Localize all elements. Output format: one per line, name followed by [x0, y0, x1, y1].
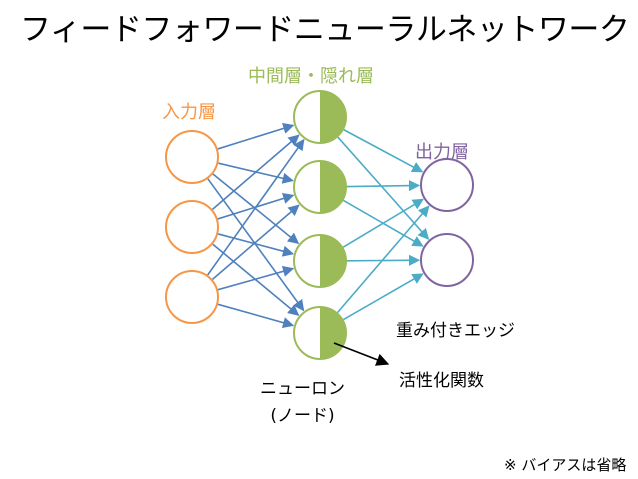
- edge-input-3-hidden-4: [217, 303, 295, 329]
- edges-hidden-to-output: [336, 129, 430, 321]
- output-layer-label: 出力層: [415, 142, 469, 163]
- activation-half: [320, 307, 346, 359]
- edge-input-3-hidden-1: [206, 138, 305, 276]
- edge-input-2-hidden-3: [217, 233, 295, 257]
- input-node-3: [165, 270, 219, 324]
- weighted-edge-label: 重み付きエッジ: [396, 321, 515, 341]
- nodes: [165, 90, 474, 360]
- neuron-label: ニューロン: [260, 379, 345, 399]
- edge-hidden-2-output-1: [346, 180, 421, 192]
- edge-hidden-1-output-1: [343, 129, 424, 173]
- hidden-layer-label: 中間層・隠れ層: [248, 66, 374, 87]
- neuron-label-block: ニューロン (ノード): [260, 376, 345, 430]
- hidden-node-outline: [293, 306, 347, 360]
- activation-half: [320, 91, 346, 143]
- hidden-node-outline: [293, 160, 347, 214]
- edge-hidden-4-output-2: [343, 273, 424, 321]
- bias-note: ※ バイアスは省略: [504, 456, 627, 474]
- diagram-title: フィードフォワードニューラルネットワーク: [20, 12, 630, 48]
- activation-half: [320, 235, 346, 287]
- edge-input-3-hidden-2: [211, 204, 300, 281]
- activation-pointer-arrow: [333, 342, 390, 366]
- edge-input-3-hidden-3: [217, 265, 295, 291]
- output-node-2: [420, 233, 474, 287]
- input-node-1: [165, 130, 219, 184]
- edge-hidden-3-output-1: [342, 198, 424, 248]
- hidden-node-3: [293, 234, 347, 288]
- hidden-node-outline: [293, 234, 347, 288]
- hidden-node-outline: [293, 90, 347, 144]
- hidden-node-2: [293, 160, 347, 214]
- edge-hidden-1-output-2: [337, 136, 430, 240]
- activation-half: [320, 161, 346, 213]
- edges-input-to-hidden: [206, 123, 305, 329]
- node-label: (ノード): [270, 406, 335, 426]
- hidden-node-1: [293, 90, 347, 144]
- output-node-1: [420, 158, 474, 212]
- edge-hidden-4-output-1: [336, 205, 430, 314]
- edge-input-2-hidden-1: [211, 134, 300, 211]
- input-layer-label: 入力層: [162, 102, 216, 123]
- input-node-2: [165, 200, 219, 254]
- edge-input-1-hidden-1: [217, 123, 295, 150]
- hidden-node-4: [293, 306, 347, 360]
- activation-function-label: 活性化関数: [399, 371, 484, 391]
